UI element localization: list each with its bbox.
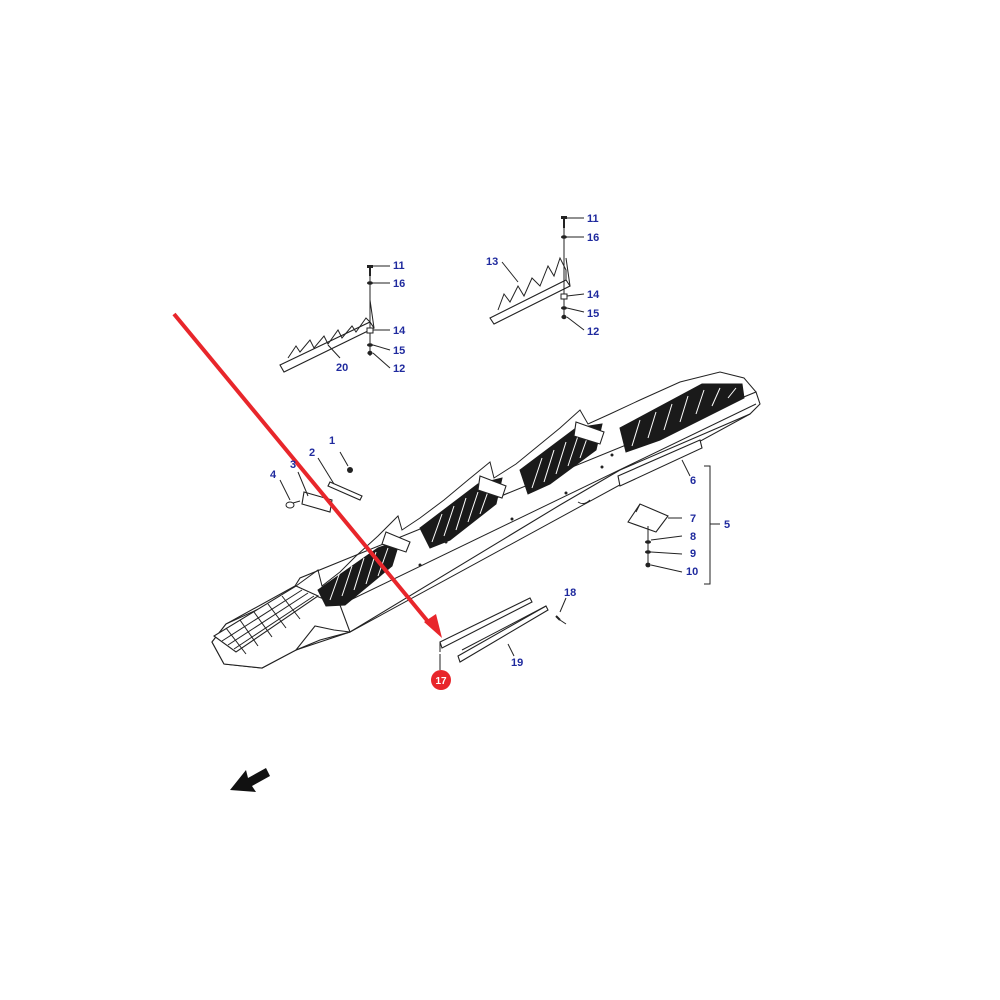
part-13-blade [489,256,571,325]
part-8-washer [645,540,651,544]
part-3-plate [301,491,333,513]
part-16-washer-b [561,235,567,239]
label-19[interactable]: 19 [511,657,523,669]
part-9-washer [645,550,651,554]
part-1-nut [347,467,353,473]
label-10[interactable]: 10 [686,566,698,578]
direction-arrow-icon [230,768,270,792]
label-13[interactable]: 13 [486,256,498,268]
part-14-spacer-a [366,327,374,334]
part-10-bolt [645,562,651,568]
label-17: 17 [435,676,447,687]
label-7[interactable]: 7 [690,513,696,525]
label-12-b[interactable]: 12 [587,326,599,338]
label-9[interactable]: 9 [690,548,696,560]
part-12-nut-a [367,350,373,356]
part-18-screw [555,615,567,625]
label-12-a[interactable]: 12 [393,363,405,375]
part-7-bracket [627,503,669,533]
label-14-b[interactable]: 14 [587,289,600,301]
label-18[interactable]: 18 [564,587,576,599]
label-6[interactable]: 6 [690,475,696,487]
label-5[interactable]: 5 [724,519,730,531]
label-15-b[interactable]: 15 [587,308,599,320]
red-pointer-arrow-icon [172,312,442,638]
part-11-bolt-b [561,216,567,228]
part-20-blade [279,299,375,373]
label-15-a[interactable]: 15 [393,345,405,357]
part-12-nut-b [561,314,567,320]
part-16-washer-a [367,281,373,285]
label-3[interactable]: 3 [290,459,296,471]
label-2[interactable]: 2 [309,447,315,459]
part-labels: 1 2 3 4 5 6 7 8 9 10 11 16 14 15 12 20 1… [270,213,730,669]
label-16-a[interactable]: 16 [393,278,405,290]
label-20[interactable]: 20 [336,362,348,374]
part-17-strip [439,597,533,652]
label-11-b[interactable]: 11 [587,213,599,225]
part-4-bolt [285,500,301,509]
main-conveyor-assembly [211,371,761,669]
part-11-bolt-a [367,265,373,276]
part-15-washer-a [367,343,373,347]
part-2-rod [327,481,363,501]
label-4[interactable]: 4 [270,469,277,481]
label-1[interactable]: 1 [329,435,335,447]
label-8[interactable]: 8 [690,531,696,543]
label-11-a[interactable]: 11 [393,260,405,272]
part-19-strip [457,605,549,663]
label-16-b[interactable]: 16 [587,232,599,244]
left-grate [213,585,320,655]
group-bracket-5 [704,465,720,585]
part-15-washer-b [561,306,567,310]
part-14-spacer-b [560,293,568,300]
highlight-badge-17[interactable]: 17 [431,670,451,690]
label-14-a[interactable]: 14 [393,325,406,337]
